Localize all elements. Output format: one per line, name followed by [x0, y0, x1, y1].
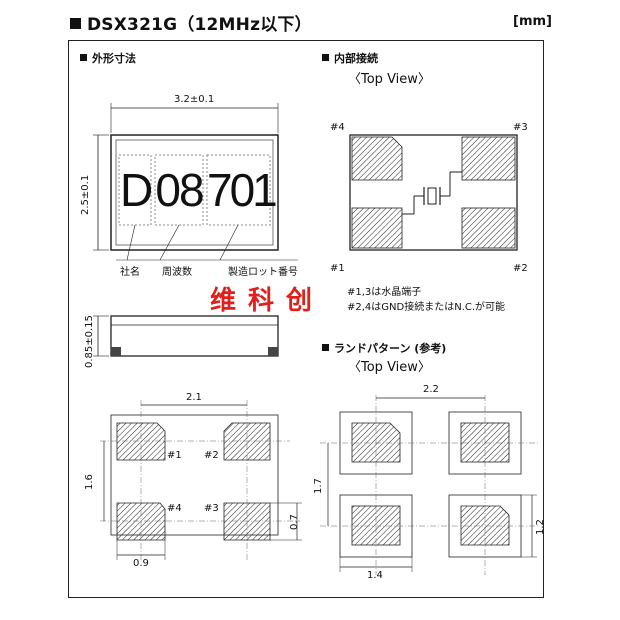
watermark-text: 维科创 — [210, 286, 325, 316]
footprint-pad-width: 0.9 — [133, 558, 149, 569]
marking-frequency: 08 — [155, 164, 204, 216]
land-pitch-h: 2.2 — [423, 384, 439, 395]
page-title: DSX321G（12MHz以下） — [70, 10, 312, 35]
marking-lot: 701 — [207, 164, 278, 216]
section-outline-title: 外形寸法 — [80, 50, 136, 66]
section-internal-title: 内部接続 — [322, 50, 378, 66]
internal-connection-diagram — [349, 134, 518, 251]
footprint-pin-4: #4 — [167, 503, 182, 514]
internal-pin-4: #4 — [330, 122, 345, 133]
top-view-label-internal: 〈Top View〉 — [348, 72, 431, 87]
height-dimension: 2.5±0.1 — [80, 174, 91, 215]
drawing-frame — [68, 40, 544, 598]
outline-side-view — [93, 315, 279, 357]
land-pad-height: 1.2 — [535, 519, 546, 535]
land-pattern-diagram — [320, 395, 540, 575]
footprint-pin-1: #1 — [167, 450, 182, 461]
internal-pin-2: #2 — [513, 263, 528, 274]
internal-pin-3: #3 — [513, 122, 528, 133]
marking-label-company: 社名 — [120, 267, 140, 278]
thickness-dimension: 0.85±0.15 — [84, 315, 95, 368]
footprint-pitch-h: 2.1 — [186, 392, 202, 403]
marking-company: D — [120, 164, 154, 216]
footprint-pad-height: 0.7 — [289, 514, 300, 530]
marking-label-lot: 製造ロット番号 — [228, 267, 298, 278]
footprint-pin-3: #3 — [204, 503, 219, 514]
width-dimension: 3.2±0.1 — [174, 94, 215, 105]
footprint-pitch-v: 1.6 — [84, 474, 95, 490]
footprint-diagram — [100, 400, 302, 560]
internal-pin-1: #1 — [330, 263, 345, 274]
marking-label-frequency: 周波数 — [162, 267, 192, 278]
footprint-pin-2: #2 — [204, 450, 219, 461]
unit-label: [mm] — [513, 14, 552, 29]
land-pitch-v: 1.7 — [313, 478, 324, 494]
land-pad-width: 1.4 — [367, 570, 383, 581]
outline-top-view — [93, 103, 298, 261]
internal-note-2: #2,4はGND接続またはN.C.が可能 — [347, 302, 506, 313]
top-view-label-land: 〈Top View〉 — [348, 360, 431, 375]
section-land-title: ランドパターン (参考) — [322, 340, 446, 356]
internal-note-1: #1,3は水晶端子 — [347, 287, 422, 298]
